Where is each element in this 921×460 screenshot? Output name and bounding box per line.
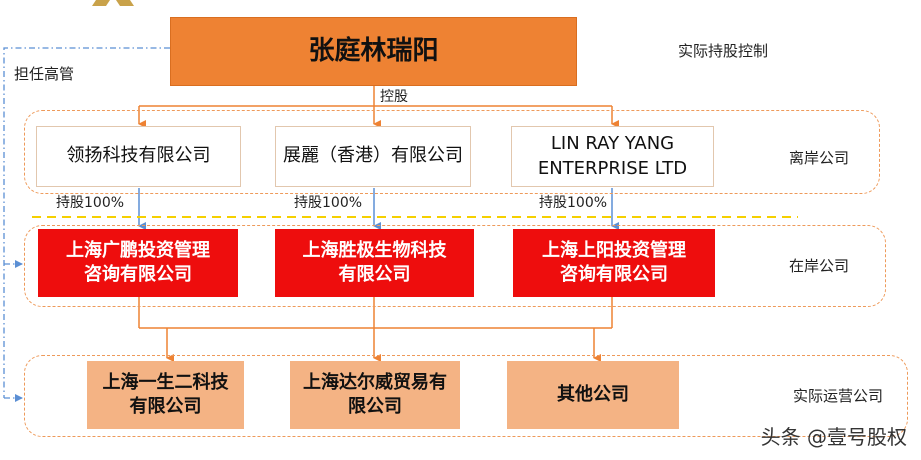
offshore-zone-label: 离岸公司 xyxy=(789,149,850,167)
operating-company-3-name: 其他公司 xyxy=(557,383,629,405)
offshore-company-2: 展麗（香港）有限公司 xyxy=(275,126,471,187)
offshore-company-3: LIN RAY YANG ENTERPRISE LTD xyxy=(511,126,714,187)
onshore-company-3: 上海上阳投资管理咨询有限公司 xyxy=(513,229,715,297)
offshore-company-1-name: 领扬科技有限公司 xyxy=(66,145,211,167)
top-holder-box: 张庭林瑞阳 xyxy=(170,17,577,86)
holding-label-2: 持股100% xyxy=(294,195,363,211)
onshore-company-1-name: 上海广鹏投资管理咨询有限公司 xyxy=(66,239,210,285)
offshore-company-3-name: LIN RAY YANG ENTERPRISE LTD xyxy=(537,133,688,179)
holding-label-1: 持股100% xyxy=(56,195,125,211)
watermark-text: 头条 @壹号股权 xyxy=(760,425,907,449)
operating-company-1-name: 上海一生二科技有限公司 xyxy=(102,371,229,417)
operating-company-2-name: 上海达尔威贸易有限公司 xyxy=(303,371,447,417)
executive-link xyxy=(3,47,170,398)
offshore-company-2-name: 展麗（香港）有限公司 xyxy=(283,145,463,167)
operating-zone xyxy=(24,355,908,437)
onshore-company-3-name: 上海上阳投资管理咨询有限公司 xyxy=(542,239,686,285)
relation-top-label: 控股 xyxy=(380,89,408,105)
top-right-label: 实际持股控制 xyxy=(678,42,769,60)
operating-company-2: 上海达尔威贸易有限公司 xyxy=(290,361,460,429)
operating-company-3: 其他公司 xyxy=(507,361,679,429)
offshore-company-1: 领扬科技有限公司 xyxy=(36,126,241,187)
operating-company-1: 上海一生二科技有限公司 xyxy=(87,361,244,429)
onshore-company-2: 上海胜极生物科技有限公司 xyxy=(275,229,474,297)
onshore-zone-label: 在岸公司 xyxy=(789,257,850,275)
offshore-zone xyxy=(24,110,880,194)
onshore-company-1: 上海广鹏投资管理咨询有限公司 xyxy=(38,229,238,297)
left-exec-label: 担任高管 xyxy=(14,65,75,83)
logo-icon xyxy=(92,0,134,6)
onshore-company-2-name: 上海胜极生物科技有限公司 xyxy=(302,239,447,285)
holding-label-3: 持股100% xyxy=(539,195,608,211)
top-holder-name: 张庭林瑞阳 xyxy=(308,35,439,66)
operating-zone-label: 实际运营公司 xyxy=(793,387,884,405)
onshore-zone xyxy=(24,225,886,307)
